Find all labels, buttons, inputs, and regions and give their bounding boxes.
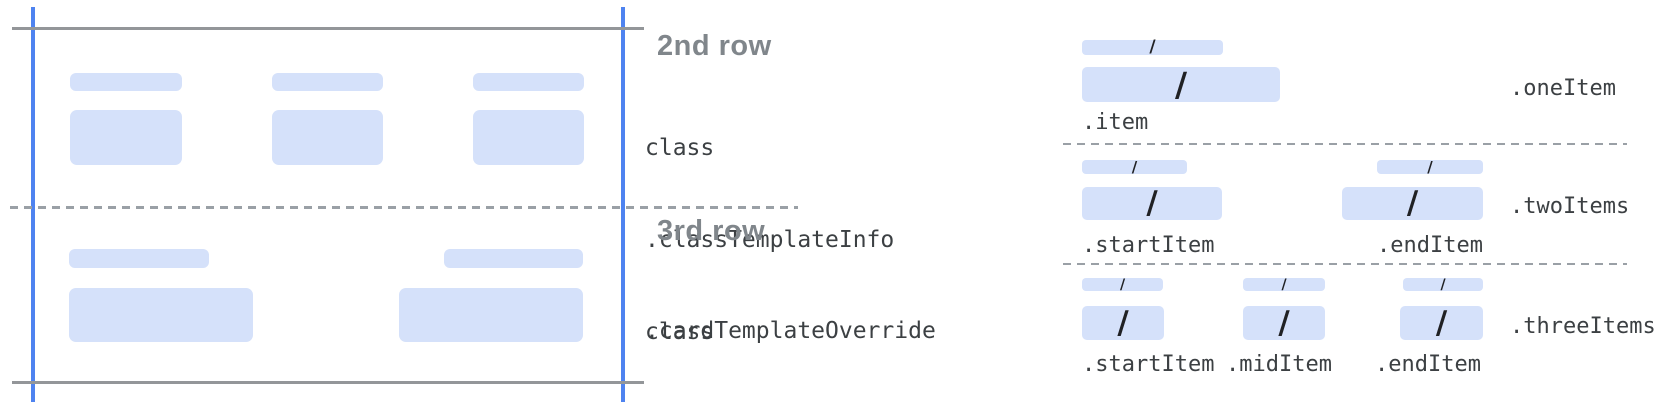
- code-line: .cardRowTemplateInfos[0]: [645, 408, 977, 412]
- item-label-bar: /: [1082, 37, 1223, 57]
- row-divider-dashed-line: [10, 206, 798, 209]
- item-value-bar: /: [1342, 187, 1483, 220]
- field-value-placeholder: [272, 110, 383, 165]
- card-bottom-border: [12, 381, 644, 384]
- row-3-title: 3rd row: [657, 215, 766, 247]
- slash-glyph: /: [1146, 185, 1158, 221]
- item-slot-label: .item: [1082, 110, 1149, 135]
- slash-glyph: /: [1131, 157, 1138, 176]
- layout-separator-dashed-line: [1063, 263, 1627, 265]
- item-value-bar: /: [1082, 187, 1222, 220]
- slash-glyph: /: [1440, 276, 1446, 293]
- layout-name-label: .twoItems: [1510, 194, 1630, 219]
- item-slot-label: .endItem: [1377, 233, 1483, 258]
- item-slot-label: .endItem: [1375, 352, 1481, 377]
- slash-glyph: /: [1435, 304, 1448, 341]
- slash-glyph: /: [1427, 157, 1433, 176]
- item-slot-label: .startItem: [1082, 352, 1215, 377]
- item-slot-label: .startItem: [1082, 233, 1215, 258]
- item-label-bar: /: [1243, 276, 1325, 293]
- row-2-title: 2nd row: [657, 30, 772, 62]
- item-value-bar: /: [1400, 306, 1483, 340]
- guide-line-left: [31, 7, 35, 402]
- item-value-bar: /: [1243, 306, 1325, 340]
- field-value-placeholder: [70, 110, 182, 165]
- slash-glyph: /: [1117, 304, 1129, 341]
- layout-name-label: .threeItems: [1510, 314, 1656, 339]
- slash-glyph: /: [1406, 185, 1419, 221]
- code-line: class: [645, 135, 715, 161]
- guide-line-right: [621, 7, 625, 402]
- code-line: class: [645, 319, 715, 345]
- field-label-placeholder: [444, 249, 583, 268]
- field-label-placeholder: [69, 249, 209, 268]
- layout-name-label: .oneItem: [1510, 76, 1616, 101]
- item-value-bar: /: [1082, 67, 1280, 102]
- slash-glyph: /: [1174, 65, 1188, 104]
- item-label-bar: /: [1377, 157, 1483, 176]
- code-line: .classTemplateInfo: [645, 226, 895, 253]
- item-label-bar: /: [1082, 276, 1163, 293]
- field-value-placeholder: [473, 110, 584, 165]
- code-line: .cardTemplateOverride: [645, 318, 936, 344]
- layout-separator-dashed-line: [1063, 143, 1627, 145]
- field-value-placeholder: [399, 288, 583, 342]
- row-2-code-block: class .classTemplateInfo .cardTemplateOv…: [645, 72, 977, 412]
- field-label-placeholder: [272, 73, 383, 91]
- item-label-bar: /: [1403, 276, 1483, 293]
- row-3-code-block: class .classTemplateInfo .cardTemplateOv…: [645, 256, 977, 412]
- field-label-placeholder: [473, 73, 584, 91]
- slash-glyph: /: [1149, 37, 1156, 57]
- item-value-bar: /: [1082, 306, 1164, 340]
- field-label-placeholder: [70, 73, 182, 91]
- card-top-border: [12, 27, 644, 30]
- slash-glyph: /: [1119, 276, 1126, 293]
- slash-glyph: /: [1281, 276, 1287, 293]
- slash-glyph: /: [1278, 304, 1290, 341]
- code-line: .classTemplateInfo: [645, 409, 977, 412]
- item-label-bar: /: [1082, 157, 1187, 176]
- field-value-placeholder: [69, 288, 253, 342]
- item-slot-label: .midItem: [1226, 352, 1332, 377]
